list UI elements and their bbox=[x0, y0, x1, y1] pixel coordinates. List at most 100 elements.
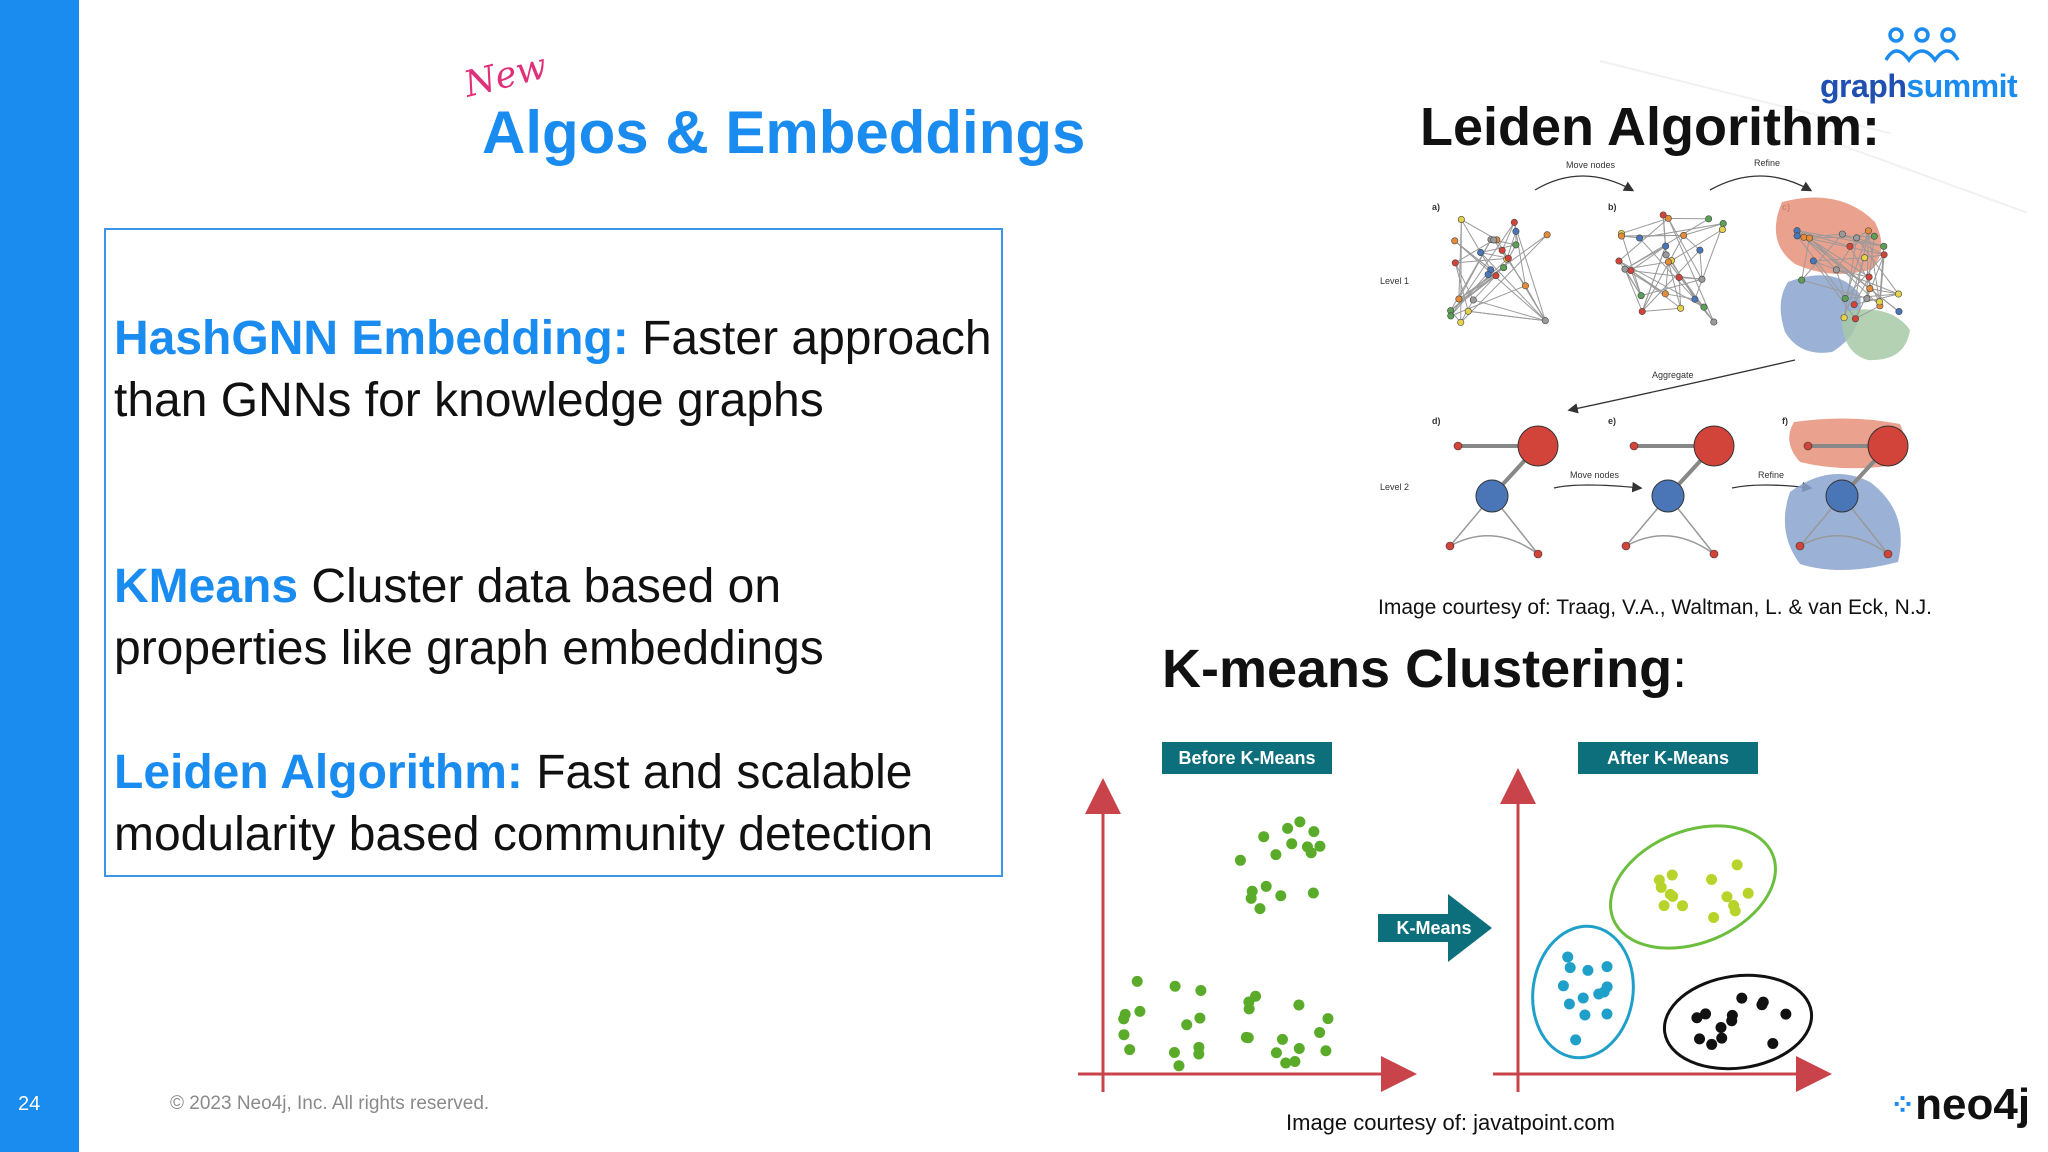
data-point bbox=[1282, 822, 1294, 834]
network-edge bbox=[1460, 219, 1492, 270]
network-edge bbox=[1671, 229, 1723, 262]
data-point bbox=[1721, 891, 1733, 903]
feature-keyword: Leiden Algorithm: bbox=[114, 746, 523, 799]
cluster-outlines bbox=[1531, 824, 1814, 1071]
network-edge bbox=[1641, 249, 1701, 312]
network-edge bbox=[1801, 237, 1810, 281]
data-point bbox=[1270, 1047, 1282, 1059]
network-node bbox=[1662, 251, 1670, 259]
network-edge bbox=[1624, 268, 1642, 296]
data-point bbox=[1131, 975, 1143, 987]
network-edge bbox=[1679, 276, 1703, 280]
network-edge bbox=[1665, 293, 1696, 300]
left-accent-bar: 24 bbox=[0, 0, 79, 1152]
network-edge bbox=[1525, 285, 1546, 321]
slide-title: Algos & Embeddings bbox=[482, 99, 1086, 166]
network-edge bbox=[1458, 239, 1492, 300]
network-node bbox=[1793, 232, 1801, 240]
data-point bbox=[1181, 1019, 1193, 1031]
svg-text:After K-Means: After K-Means bbox=[1607, 748, 1729, 768]
new-tag: New bbox=[460, 45, 552, 106]
network-edge bbox=[1625, 535, 1715, 555]
network-node bbox=[1621, 265, 1629, 273]
slide-number: 24 bbox=[18, 1093, 41, 1115]
feature-item-hashgnn: HashGNN Embedding: Faster approach than … bbox=[114, 308, 994, 432]
data-point bbox=[1562, 951, 1574, 963]
kmeans-clustering-diagram: Before K-Means After K-Means K-Means bbox=[1078, 742, 1832, 1092]
feature-description: Faster approach than GNNs for knowledge … bbox=[114, 312, 992, 427]
feature-item-kmeans: KMeans Cluster data based on properties … bbox=[114, 556, 994, 680]
data-point bbox=[1664, 888, 1676, 900]
network-edge bbox=[1796, 230, 1851, 247]
network-edge bbox=[1460, 219, 1462, 323]
network-edge bbox=[1842, 233, 1885, 256]
data-point bbox=[1694, 1033, 1706, 1045]
data-point bbox=[1706, 1038, 1718, 1050]
network-edge bbox=[1493, 239, 1526, 287]
move-nodes-label: Move nodes bbox=[1566, 160, 1616, 170]
network-node bbox=[1636, 234, 1644, 242]
network-edge bbox=[1844, 254, 1885, 299]
network-node bbox=[1451, 259, 1459, 267]
data-point bbox=[1322, 1013, 1334, 1025]
data-point bbox=[1173, 1060, 1185, 1072]
network-node bbox=[1455, 295, 1463, 303]
data-point bbox=[1293, 999, 1305, 1011]
network-node bbox=[1453, 441, 1463, 451]
network-node bbox=[1637, 292, 1645, 300]
data-point bbox=[1728, 900, 1740, 912]
network-node bbox=[1475, 479, 1509, 513]
network-node bbox=[1867, 425, 1909, 467]
network-edge bbox=[1809, 237, 1871, 289]
network-edge bbox=[1799, 535, 1889, 555]
communities-panel-c bbox=[1775, 197, 1910, 361]
network-edge bbox=[1480, 252, 1509, 259]
network-node bbox=[1618, 232, 1626, 240]
kmeans-arrow: K-Means bbox=[1378, 894, 1492, 962]
network-node bbox=[1512, 227, 1520, 235]
network-edge bbox=[1853, 230, 1869, 305]
network-node bbox=[1805, 234, 1813, 242]
network-edge bbox=[1642, 307, 1681, 312]
network-edge bbox=[1639, 237, 1696, 300]
network-edge bbox=[1849, 235, 1875, 247]
data-point bbox=[1557, 980, 1569, 992]
network-edge bbox=[1803, 236, 1837, 271]
data-point bbox=[1280, 1057, 1292, 1069]
network-node bbox=[1510, 218, 1518, 226]
network-node bbox=[1880, 242, 1888, 250]
data-point bbox=[1780, 1008, 1792, 1020]
network-node bbox=[1484, 271, 1492, 279]
panel-b-label: b) bbox=[1608, 202, 1617, 212]
panel-f-label: f) bbox=[1782, 416, 1788, 426]
data-point bbox=[1716, 1032, 1728, 1044]
network-node bbox=[1696, 246, 1704, 254]
data-point bbox=[1666, 869, 1678, 881]
network-edge bbox=[1618, 217, 1669, 262]
leiden-image-caption: Image courtesy of: Traag, V.A., Waltman,… bbox=[1378, 596, 1933, 619]
data-point bbox=[1195, 985, 1207, 997]
data-point bbox=[1234, 854, 1246, 866]
network-node bbox=[1798, 276, 1806, 284]
network-node bbox=[1615, 257, 1623, 265]
graphsummit-logo: graphsummit bbox=[1820, 26, 2020, 106]
kmeans-points bbox=[1118, 816, 1792, 1072]
copyright-notice: © 2023 Neo4j, Inc. All rights reserved. bbox=[170, 1093, 490, 1114]
data-point bbox=[1194, 1012, 1206, 1024]
data-point bbox=[1314, 840, 1326, 852]
network-edge bbox=[1683, 234, 1701, 251]
panel-a-label: a) bbox=[1432, 202, 1440, 212]
refine-label-2: Refine bbox=[1758, 470, 1784, 480]
network-edge bbox=[1678, 277, 1682, 309]
network-node bbox=[1809, 257, 1817, 265]
network-node bbox=[1880, 251, 1888, 259]
network-node bbox=[1795, 541, 1805, 551]
network-node bbox=[1469, 296, 1477, 304]
network-edge bbox=[1630, 245, 1666, 271]
network-edge bbox=[1455, 239, 1495, 264]
network-edge bbox=[1472, 275, 1497, 301]
data-point bbox=[1320, 1045, 1332, 1057]
data-point bbox=[1260, 880, 1272, 892]
network-node bbox=[1866, 285, 1874, 293]
network-edge bbox=[1683, 223, 1724, 236]
